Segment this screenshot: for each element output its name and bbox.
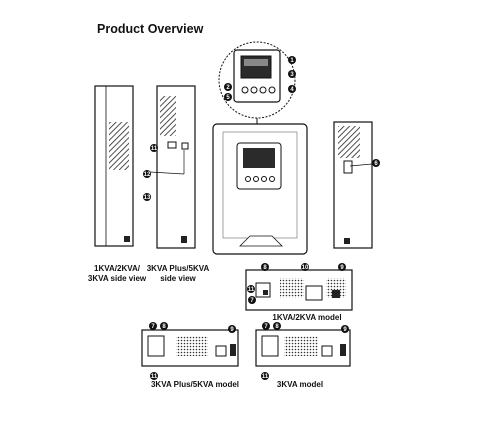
- svg-text:5: 5: [226, 95, 230, 101]
- callout-13: 13: [143, 193, 151, 201]
- svg-text:11: 11: [151, 374, 158, 380]
- callout-9b: 9: [228, 325, 236, 333]
- callout-11d: 11: [261, 372, 269, 380]
- bottom-view-3kva: [255, 329, 351, 367]
- callout-9c: 9: [341, 325, 349, 333]
- svg-text:2: 2: [226, 85, 230, 91]
- page-title: Product Overview: [97, 22, 204, 36]
- callout-2: 2: [224, 83, 232, 91]
- bottom-view-1-2kva: [245, 269, 353, 311]
- callout-8c: 8: [273, 322, 281, 330]
- inverter-front-view: [212, 123, 308, 255]
- callout-11b: 11: [150, 144, 158, 152]
- callout-8b: 8: [160, 322, 168, 330]
- svg-text:9: 9: [230, 327, 234, 333]
- bottom-view-3plus-5kva: [141, 329, 239, 367]
- caption-3kva-model: 3KVA model: [276, 380, 324, 389]
- callout-12: 12: [143, 170, 151, 178]
- svg-text:11: 11: [151, 146, 158, 152]
- svg-text:3: 3: [290, 72, 294, 78]
- callout-10: 10: [301, 263, 309, 271]
- callout-8a: 8: [261, 263, 269, 271]
- svg-text:11: 11: [262, 374, 269, 380]
- caption-side-view-1-3kva: 1KVA/2KVA/ 3KVA side view: [87, 264, 147, 283]
- svg-text:9: 9: [340, 265, 344, 271]
- svg-text:7: 7: [264, 324, 268, 330]
- caption-1-2kva-model: 1KVA/2KVA model: [272, 313, 342, 322]
- side-view-3plus-5kva: [149, 85, 196, 249]
- svg-text:6: 6: [374, 161, 378, 167]
- svg-text:10: 10: [302, 265, 309, 271]
- callout-7a: 7: [248, 296, 256, 304]
- svg-text:1: 1: [290, 58, 294, 64]
- svg-text:8: 8: [162, 324, 166, 330]
- callout-1: 1: [288, 56, 296, 64]
- svg-text:7: 7: [151, 324, 155, 330]
- side-view-right: [333, 121, 373, 249]
- callout-7b: 7: [149, 322, 157, 330]
- callout-4: 4: [288, 85, 296, 93]
- callout-11a: 11: [247, 285, 255, 293]
- side-view-1-3kva: [94, 85, 134, 247]
- callout-11c: 11: [150, 372, 158, 380]
- svg-text:12: 12: [144, 172, 151, 178]
- callout-3: 3: [288, 70, 296, 78]
- svg-text:8: 8: [275, 324, 279, 330]
- callout-7c: 7: [262, 322, 270, 330]
- svg-text:11: 11: [248, 287, 255, 293]
- caption-3plus-5kva-model: 3KVA Plus/5KVA model: [150, 380, 240, 389]
- front-panel-zoom: [218, 41, 296, 125]
- svg-text:8: 8: [263, 265, 267, 271]
- callout-9a: 9: [338, 263, 346, 271]
- callout-5: 5: [224, 93, 232, 101]
- svg-text:4: 4: [290, 87, 294, 93]
- svg-text:7: 7: [250, 298, 254, 304]
- callout-6: 6: [372, 159, 380, 167]
- caption-side-view-3plus-5kva: 3KVA Plus/5KVA side view: [146, 264, 210, 283]
- svg-text:9: 9: [343, 327, 347, 333]
- svg-text:13: 13: [144, 195, 151, 201]
